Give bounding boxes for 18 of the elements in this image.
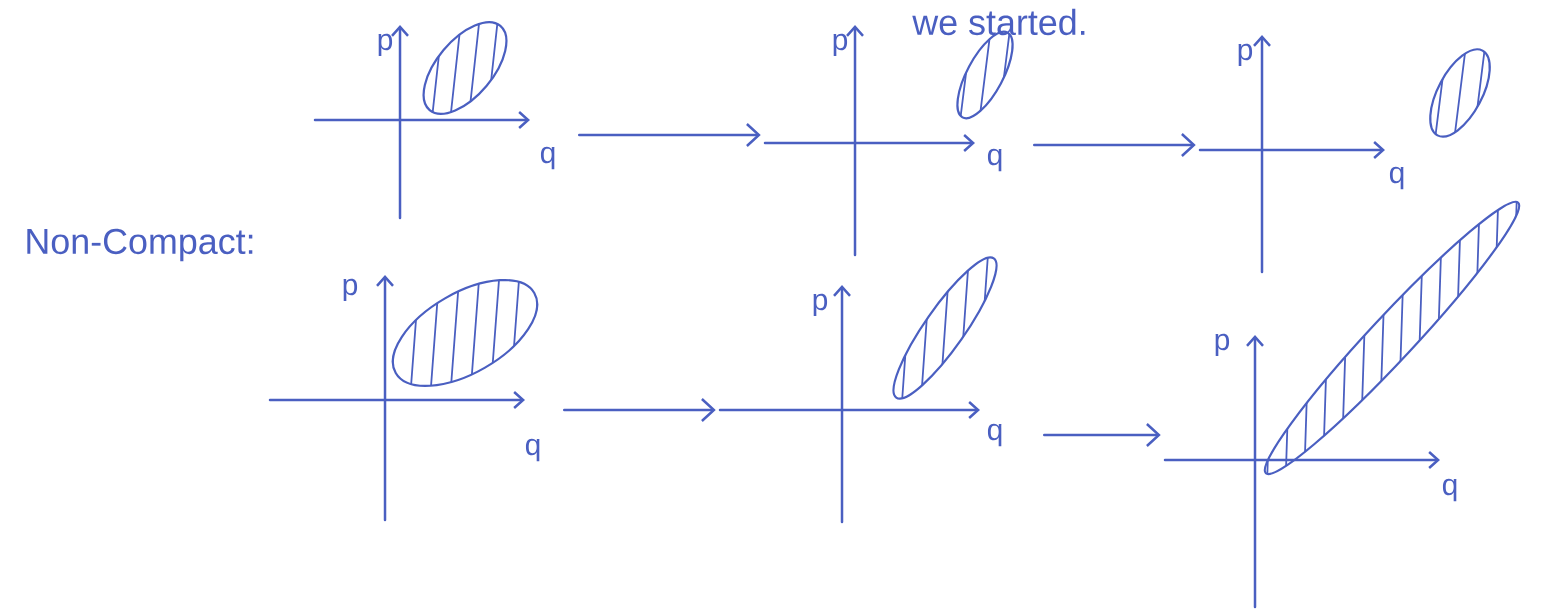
axis-label: p: [1238, 43, 1253, 67]
axis-label: p: [833, 33, 848, 57]
handwritten-note: Non-Compact:: [27, 228, 253, 262]
handwritten-note: we started.: [912, 8, 1085, 36]
axis-label: p: [378, 33, 393, 57]
axis-label: q: [987, 148, 1002, 172]
axis-label: q: [525, 438, 540, 462]
axis-label: q: [987, 423, 1002, 447]
axis-label: q: [1389, 166, 1404, 190]
axis-label: p: [343, 278, 358, 302]
arrow: [578, 123, 761, 147]
arrow: [1043, 423, 1161, 447]
axis-label: q: [540, 146, 555, 170]
arrow: [563, 398, 716, 422]
axis-label: p: [813, 293, 828, 317]
arrow: [1033, 133, 1196, 157]
axis-label: q: [1442, 478, 1457, 502]
axis-label: p: [1215, 333, 1230, 357]
